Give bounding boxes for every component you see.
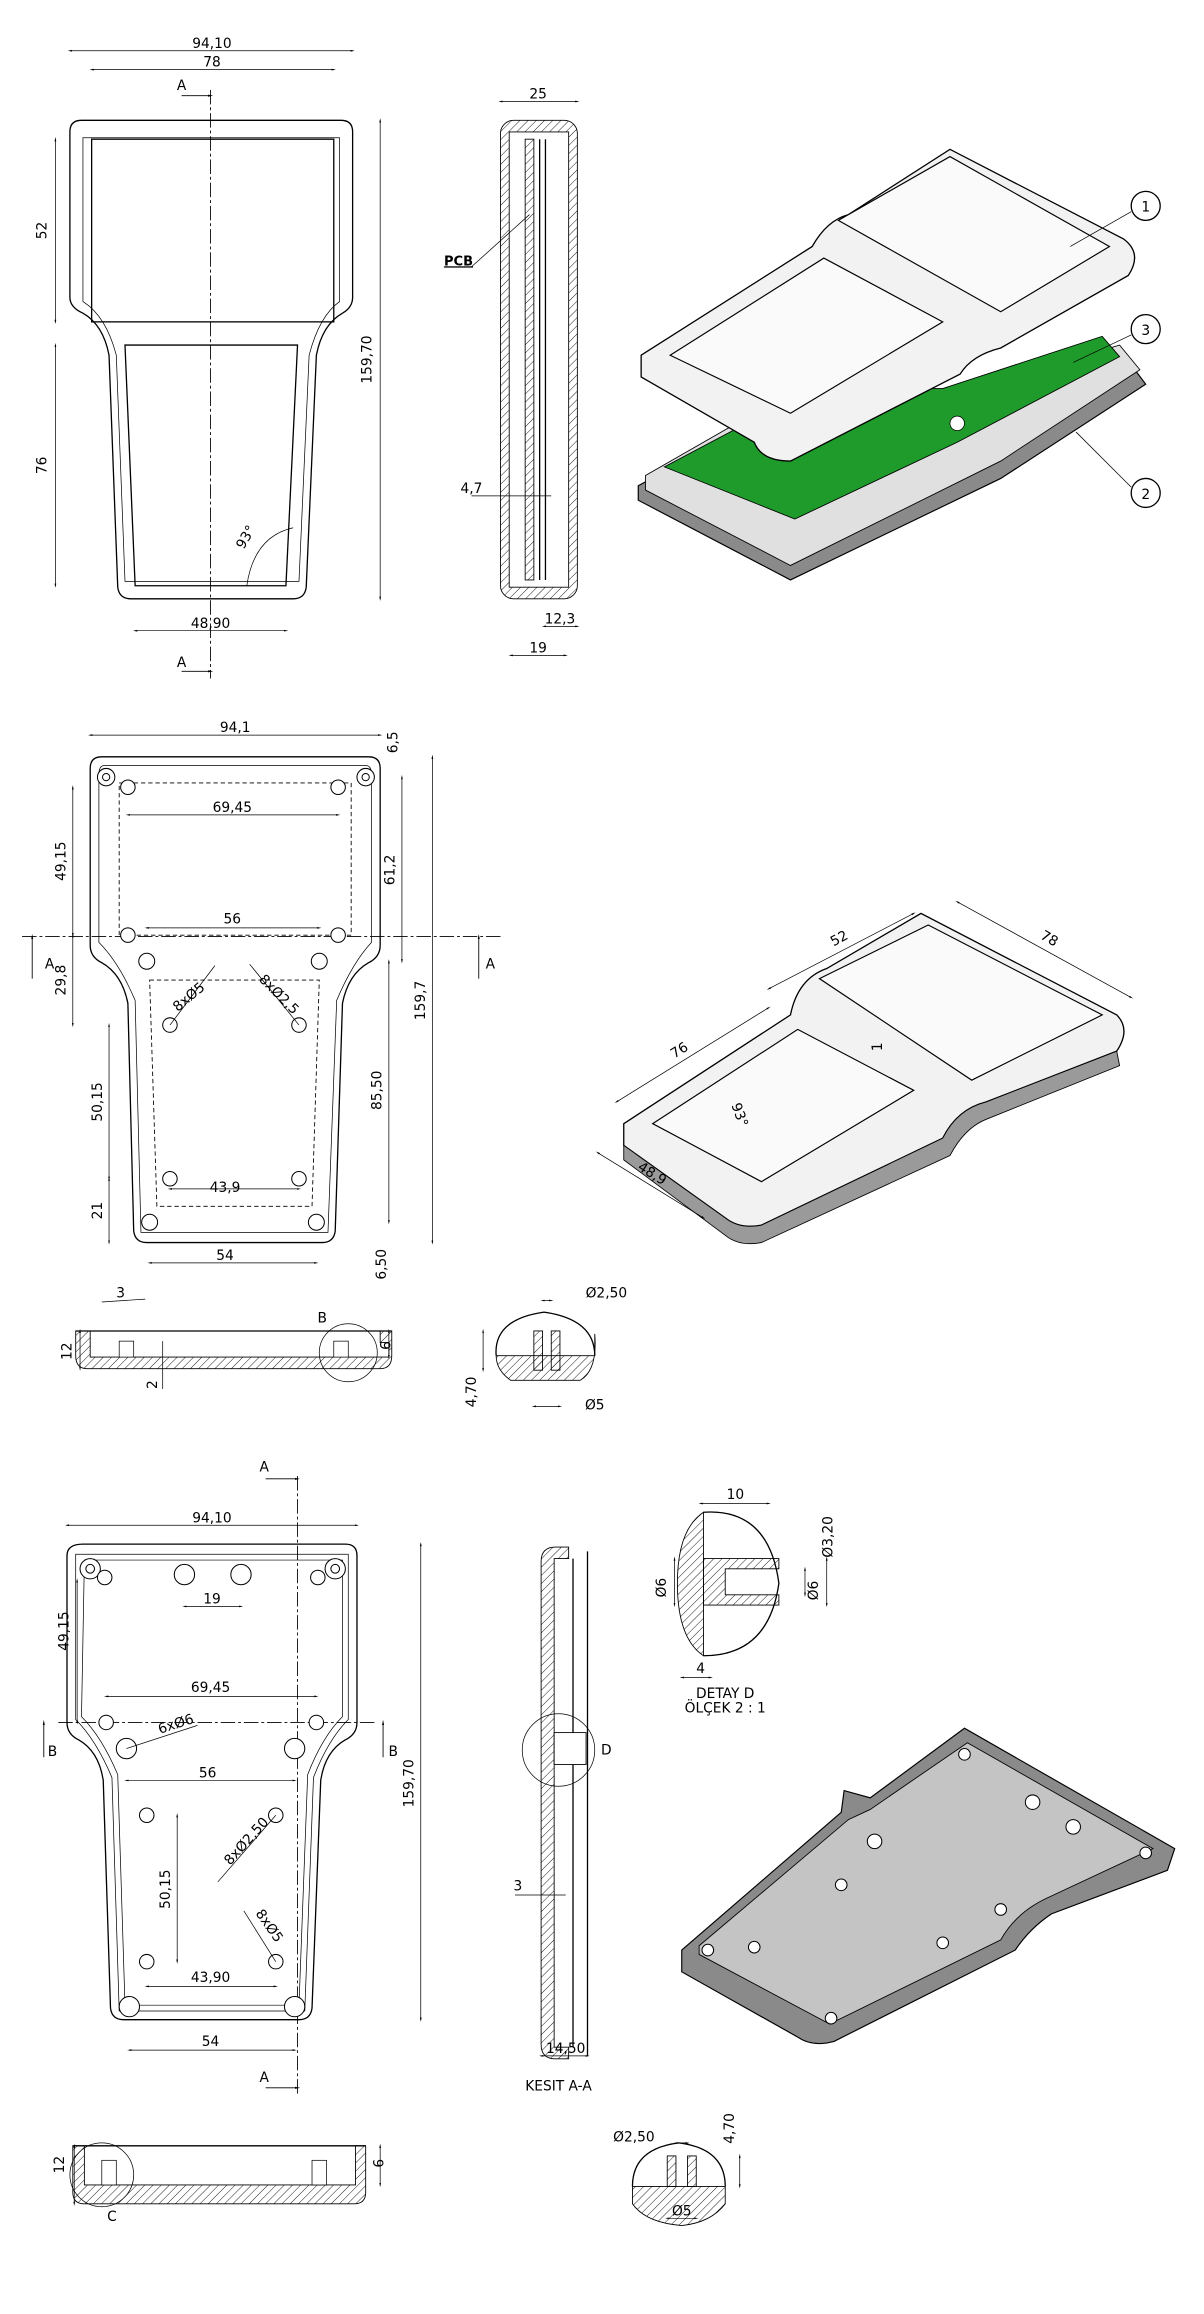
dim-wall-3: 3: [514, 1879, 523, 1895]
dim-detail-d-320: Ø3,20: [821, 1516, 837, 1557]
note-holes-25: 8xØ2,50: [221, 1815, 272, 1869]
exploded-isometric-view: 1 3 2: [637, 148, 1161, 581]
isometric-base-inside: [681, 1727, 1176, 2045]
section-mark-a-top: A: [259, 1460, 269, 1476]
section-b-b: C 12 9: [52, 2142, 385, 2225]
dim-detail-d-6b: Ø6: [806, 1581, 822, 1601]
iso-dim-78: 78: [1038, 928, 1061, 951]
dim-5015: 50,15: [90, 1082, 106, 1121]
dim-height-9: 9: [369, 2159, 385, 2168]
dim-detail-d-10: 10: [727, 1487, 745, 1503]
section-a-a: D 3 14,50 KESIT A-A: [514, 1546, 612, 2095]
section-title: KESIT A-A: [525, 2079, 592, 2095]
section-mark-a-bottom: A: [177, 655, 187, 671]
iso-dim-52: 52: [828, 928, 851, 950]
dim-54: 54: [216, 1248, 234, 1264]
dim-4915: 49,15: [54, 842, 70, 881]
detail-d: 10 Ø3,20 Ø6 Ø6 4 DETAY D ÖLÇEK 2 : 1: [654, 1487, 837, 1716]
dim-wall-3: 3: [116, 1286, 125, 1302]
dim-pcb-offset: 4,7: [461, 481, 483, 497]
dim-298: 29,8: [54, 965, 70, 996]
detail-c: Ø2,50 4,70 Ø5: [613, 2113, 741, 2226]
dim-kesit-width: 14,50: [546, 2041, 585, 2057]
detail-d-scale: ÖLÇEK 2 : 1: [685, 1698, 766, 1716]
dim-detail-b-d5: Ø5: [585, 1397, 605, 1413]
balloon-3: 3: [1141, 323, 1150, 339]
bottom-holes: [79, 1558, 346, 2018]
dim-window-width: 78: [203, 55, 221, 71]
lid-window-lower: [668, 257, 944, 414]
note-holes-5: 8xØ5: [252, 1907, 286, 1946]
dim-439: 43,9: [210, 1180, 241, 1196]
dim-detail-c-d25: Ø2,50: [613, 2129, 655, 2145]
side-section-view: 25 PCB 4,7 12,3 19: [444, 87, 580, 656]
dim-width: 94,1: [220, 720, 251, 736]
dim-top-height: 52: [35, 222, 51, 240]
front-view-lid: 94,10 78 52 76 159,70 48,90 93° A A: [35, 36, 382, 679]
section-mark-b-left: B: [48, 1744, 57, 1760]
isometric-lid-dimensioned: 52 78 76 1 93° 48,9: [595, 900, 1134, 1245]
dim-bottom-width: 48,90: [191, 616, 230, 632]
dim-detail-c-d5: Ø5: [672, 2203, 692, 2219]
balloon-1: 1: [1141, 200, 1150, 216]
dim-width: 94,10: [192, 1510, 231, 1526]
bottom-view-base: 94,10 19 49,15 69,45 6xØ6 56 50,15 8xØ2,…: [42, 1460, 422, 2096]
dim-65-bottom: 6,50: [374, 1249, 390, 1280]
dim-width-outer: 94,10: [192, 36, 231, 52]
dim-detail-d-4: 4: [696, 1661, 705, 1677]
section-mark-a-left: A: [45, 957, 55, 973]
mounting-holes: [96, 767, 375, 1231]
dim-floor-2: 2: [145, 1380, 161, 1389]
dim-21: 21: [90, 1202, 106, 1220]
note-holes-6: 6xØ6: [156, 1711, 196, 1737]
dim-54: 54: [202, 2034, 220, 2050]
dim-height: 159,70: [402, 1759, 418, 1807]
dim-detail-b-d25: Ø2,50: [586, 1286, 628, 1302]
dim-bottom-height: 76: [35, 457, 51, 475]
section-mark-a-bottom: A: [259, 2070, 269, 2086]
iso-dim-1: 1: [870, 1042, 886, 1051]
dim-65-top: 6,5: [386, 731, 402, 753]
dim-4915: 49,15: [56, 1611, 72, 1650]
dim-6945: 69,45: [213, 800, 252, 816]
dim-1597: 159,7: [413, 981, 429, 1020]
dim-detail-c-h: 4,70: [722, 2113, 738, 2144]
iso-dim-76: 76: [668, 1039, 691, 1062]
dim-855: 85,50: [370, 1071, 386, 1110]
dim-19: 19: [203, 1592, 221, 1608]
dim-detail-b-h: 4,70: [464, 1377, 480, 1408]
section-mark-a-top: A: [177, 78, 187, 94]
dim-height-12: 12: [52, 2156, 68, 2174]
balloon-2: 2: [1141, 487, 1150, 503]
section-mark-b-right: B: [388, 1744, 397, 1760]
detail-b: Ø2,50 Ø5 4,70: [464, 1286, 627, 1414]
dim-56: 56: [224, 912, 242, 928]
pcb-label: PCB: [444, 254, 473, 269]
note-holes-5: 8xØ5: [170, 979, 208, 1015]
detail-c-label: C: [107, 2209, 117, 2225]
dim-612: 61,2: [383, 855, 399, 886]
detail-d-title: DETAY D: [696, 1686, 754, 1702]
dim-side-123: 12,3: [545, 611, 576, 627]
dim-56: 56: [199, 1766, 217, 1782]
dim-side-width: 25: [529, 87, 547, 103]
dim-side-19: 19: [529, 640, 547, 656]
section-view-base: B 3 12 9 2: [59, 1286, 393, 1389]
dim-angle: 93°: [233, 523, 259, 552]
dim-total-height: 159,70: [359, 335, 375, 383]
dim-4390: 43,90: [191, 1970, 230, 1986]
dim-detail-d-6a: Ø6: [654, 1578, 670, 1598]
lid-window-upper: [837, 155, 1111, 313]
detail-d-label: D: [601, 1742, 612, 1758]
dim-height-12: 12: [59, 1343, 75, 1361]
dim-6945: 69,45: [191, 1680, 230, 1696]
detail-b-label: B: [317, 1310, 326, 1326]
section-mark-a-right: A: [486, 957, 496, 973]
iso-angle-93: 93°: [727, 1101, 750, 1129]
dim-5015: 50,15: [158, 1869, 174, 1908]
note-holes-25: 8xØ2,5: [255, 971, 301, 1017]
dim-height-9: 9: [376, 1341, 392, 1350]
top-view-base: 94,1 69,45 56 43,9 54 49,15 29,8 50,15 2…: [22, 720, 501, 1280]
